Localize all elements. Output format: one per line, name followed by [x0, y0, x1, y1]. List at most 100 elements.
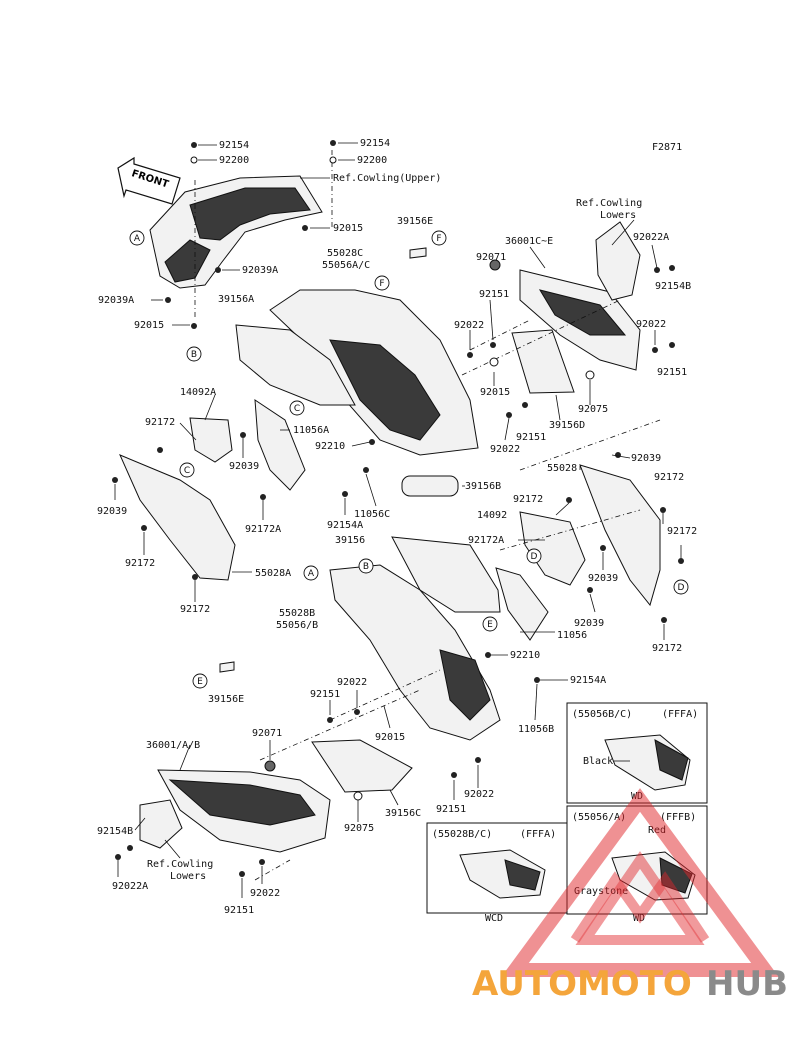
side-cowl-lower	[329, 536, 549, 741]
svg-text:E: E	[487, 620, 493, 630]
sticker-39156d	[511, 329, 575, 394]
watermark-word-1: AUTOMOTO	[472, 964, 692, 1004]
label-11056b: 11056B	[518, 724, 554, 735]
sticker-39156e-top	[409, 247, 427, 259]
label-92039-d: 92039	[588, 573, 618, 584]
inner-cowl-left	[119, 399, 306, 581]
label-92154b-b: 92154B	[97, 826, 133, 837]
label-ref-cowling-a: Ref.Cowling	[576, 198, 642, 209]
label-92071-a: 92071	[476, 252, 506, 263]
inset3-model: WD	[633, 913, 645, 924]
label-ref-cowling-upper: Ref.Cowling(Upper)	[333, 173, 441, 184]
watermark-word-2: HUB	[706, 964, 788, 1004]
label-11056c: 11056C	[354, 509, 390, 520]
label-92022a-b: 92022A	[112, 881, 148, 892]
svg-text:E: E	[197, 677, 203, 687]
label-lowers-b: Lowers	[170, 871, 206, 882]
label-92154-b: 92154	[360, 138, 390, 149]
label-36001c-e: 36001C~E	[505, 236, 553, 247]
label-92022-a: 92022	[454, 320, 484, 331]
label-92022-d: 92022	[337, 677, 367, 688]
label-11056: 11056	[557, 630, 587, 641]
label-55028b: 55028B	[279, 608, 315, 619]
sticker-39156e-left	[219, 661, 235, 673]
label-39156e-b: 39156E	[208, 694, 244, 705]
label-92151-d: 92151	[310, 689, 340, 700]
label-92200-b: 92200	[357, 155, 387, 166]
label-92039-e: 92039	[574, 618, 604, 629]
label-55028c: 55028C	[327, 248, 363, 259]
label-55028a: 55028A	[255, 568, 291, 579]
svg-text:B: B	[191, 350, 197, 360]
label-92210-a: 92210	[315, 441, 345, 452]
label-92039a-a: 92039A	[242, 265, 278, 276]
sticker-39156b	[401, 475, 459, 497]
svg-text:D: D	[678, 583, 685, 593]
label-36001ab: 36001/A/B	[146, 740, 200, 751]
label-55028: 55028	[547, 463, 577, 474]
label-92071-b: 92071	[252, 728, 282, 739]
label-92172-d: 92172	[667, 526, 697, 537]
label-92172-a: 92172	[145, 417, 175, 428]
label-92015-c: 92015	[480, 387, 510, 398]
svg-text:A: A	[308, 569, 315, 579]
inset3-part: (55056/A)	[572, 812, 626, 823]
lower-cowl-left	[139, 739, 413, 853]
label-92151-c: 92151	[516, 432, 546, 443]
inset1-color: Black	[583, 756, 613, 767]
label-92154b-a: 92154B	[655, 281, 691, 292]
automotohub-logo	[501, 788, 779, 977]
inset2-model: WCD	[485, 913, 503, 924]
label-92172-b: 92172	[654, 472, 684, 483]
label-92015-a: 92015	[333, 223, 363, 234]
label-92172-f: 92172	[180, 604, 210, 615]
inner-cowl-upper	[149, 175, 323, 289]
label-92154a-b: 92154A	[570, 675, 606, 686]
center-lines	[194, 150, 661, 881]
label-39156c: 39156C	[385, 808, 421, 819]
svg-text:D: D	[531, 552, 538, 562]
label-92151-a: 92151	[479, 289, 509, 300]
label-92151-e: 92151	[436, 804, 466, 815]
inset-55056bc: (55056B/C) (FFFA) Black WD	[566, 702, 708, 804]
label-92172a-b: 92172A	[468, 535, 504, 546]
inset2-code: (FFFA)	[520, 829, 556, 840]
label-92022a-a: 92022A	[633, 232, 669, 243]
inset1-code: (FFFA)	[662, 709, 698, 720]
label-ref-cowling-b: Ref.Cowling	[147, 859, 213, 870]
svg-text:C: C	[294, 404, 300, 414]
svg-text:A: A	[134, 234, 141, 244]
label-92015-b: 92015	[134, 320, 164, 331]
label-39156a: 39156A	[218, 294, 254, 305]
label-39156: 39156	[335, 535, 365, 546]
inset-55028bc: (55028B/C) (FFFA) WCD	[426, 822, 568, 924]
leader-lines	[114, 142, 682, 898]
label-14092a: 14092A	[180, 387, 216, 398]
side-cowl-upper	[235, 289, 479, 456]
label-11056a: 11056A	[293, 425, 329, 436]
label-92075-a: 92075	[578, 404, 608, 415]
label-92172-g: 92172	[652, 643, 682, 654]
label-92015-d: 92015	[375, 732, 405, 743]
fastener-marks	[112, 140, 684, 877]
svg-text:F: F	[436, 234, 441, 244]
label-92200-a: 92200	[219, 155, 249, 166]
label-92075-b: 92075	[344, 823, 374, 834]
part-labels: 92154 92200 92154 92200 Ref.Cowling(Uppe…	[97, 138, 697, 916]
label-92022-e: 92022	[464, 789, 494, 800]
label-92154a-a: 92154A	[327, 520, 363, 531]
label-92172-e: 92172	[125, 558, 155, 569]
label-39156e-a: 39156E	[397, 216, 433, 227]
inset1-part: (55056B/C)	[572, 709, 632, 720]
inner-cowl-right	[519, 464, 661, 607]
label-92039-b: 92039	[631, 453, 661, 464]
reference-markers: A B F F C C D D B A E E	[129, 230, 689, 689]
label-55056ac: 55056A/C	[322, 260, 370, 271]
label-92151-b: 92151	[657, 367, 687, 378]
inset3-code: (FFFB)	[660, 812, 696, 823]
label-92172a-a: 92172A	[245, 524, 281, 535]
label-39156d: 39156D	[549, 420, 585, 431]
label-92022-c: 92022	[490, 444, 520, 455]
label-92210-b: 92210	[510, 650, 540, 661]
